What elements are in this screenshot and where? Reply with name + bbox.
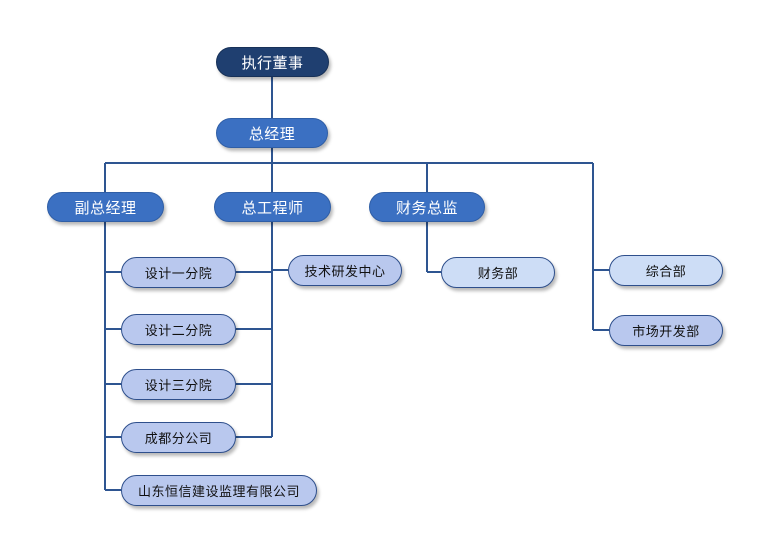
- node-deputy-general-manager: 副总经理: [47, 192, 164, 222]
- node-supervision-company: 山东恒信建设监理有限公司: [121, 475, 317, 506]
- connector-group: [104, 77, 609, 491]
- node-general-manager: 总经理: [216, 118, 328, 148]
- node-design-branch-1: 设计一分院: [121, 257, 236, 288]
- node-design-branch-3: 设计三分院: [121, 369, 236, 400]
- node-executive-director: 执行董事: [216, 47, 329, 77]
- node-market-development-dept: 市场开发部: [609, 315, 723, 346]
- node-chief-engineer: 总工程师: [214, 192, 331, 222]
- node-finance-director: 财务总监: [369, 192, 485, 222]
- node-chengdu-branch: 成都分公司: [121, 422, 236, 453]
- node-design-branch-2: 设计二分院: [121, 314, 236, 345]
- node-general-affairs-dept: 综合部: [609, 255, 723, 286]
- node-rd-center: 技术研发中心: [288, 255, 402, 286]
- node-finance-dept: 财务部: [441, 257, 555, 288]
